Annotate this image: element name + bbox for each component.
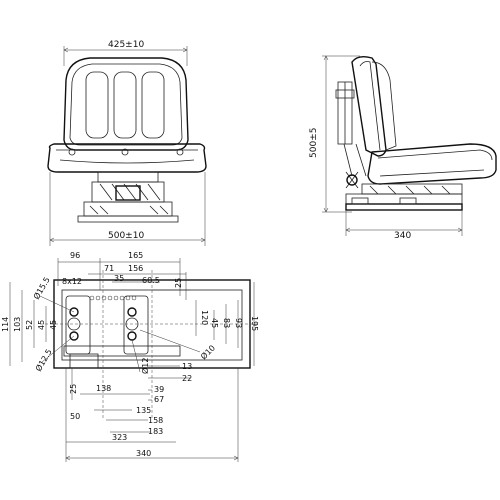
dim-bottom-340: 340 [136, 449, 151, 458]
dim-top-35: 35 [114, 274, 124, 283]
dim-small-67: 67 [154, 395, 164, 404]
dim-left-52: 52 [25, 320, 34, 330]
dim-top-8x12: 8x12 [62, 277, 82, 286]
side-depth-label: 340 [394, 231, 411, 241]
dim-top-156: 156 [128, 264, 143, 273]
dim-left-114: 114 [1, 317, 10, 332]
dim-dia-12: Ø12 [140, 358, 150, 374]
dim-bottom-183: 183 [148, 427, 163, 436]
side-view: 500±5 340 [309, 55, 497, 241]
dim-small-39: 39 [154, 385, 164, 394]
dim-small-22: 22 [182, 374, 192, 383]
front-bottom-width-label: 500±10 [108, 231, 144, 241]
dim-bottom-50: 50 [70, 412, 80, 421]
dim-top-60-5: 60.5 [142, 276, 160, 285]
front-view: 425±10 500±10 [47, 40, 207, 246]
dim-right-45: 45 [210, 318, 219, 328]
dim-left-45: 45 [37, 320, 46, 330]
dim-small-13: 13 [182, 362, 192, 371]
side-height-label: 500±5 [309, 128, 319, 158]
dim-top-71: 71 [104, 264, 114, 273]
dim-right-83: 83 [222, 318, 231, 328]
dim-dia-10: Ø10 [198, 343, 217, 362]
dim-top-25: 25 [174, 278, 183, 288]
dim-bottom-138: 138 [96, 384, 111, 393]
bottom-view: 96 165 71 156 60.5 35 25 8x12 114 103 52… [1, 251, 260, 462]
dim-bottom-158: 158 [148, 416, 163, 425]
dim-dia-15-5: Ø15.5 [31, 275, 52, 301]
dim-left-45b: 45 [49, 320, 58, 330]
dim-right-195: 195 [250, 316, 259, 331]
dim-left-103: 103 [13, 317, 22, 332]
dim-bottom-135: 135 [136, 406, 151, 415]
dim-right-120: 120 [200, 310, 209, 325]
dim-right-93: 93 [234, 318, 243, 328]
dim-bottom-323: 323 [112, 433, 127, 442]
dim-top-96: 96 [70, 251, 80, 260]
slot-hole-row [89, 295, 137, 301]
dim-dia-12-5: Ø12.5 [33, 347, 54, 373]
dim-bottom-25: 25 [69, 384, 78, 394]
dim-top-165: 165 [128, 251, 143, 260]
front-top-width-label: 425±10 [108, 40, 144, 50]
